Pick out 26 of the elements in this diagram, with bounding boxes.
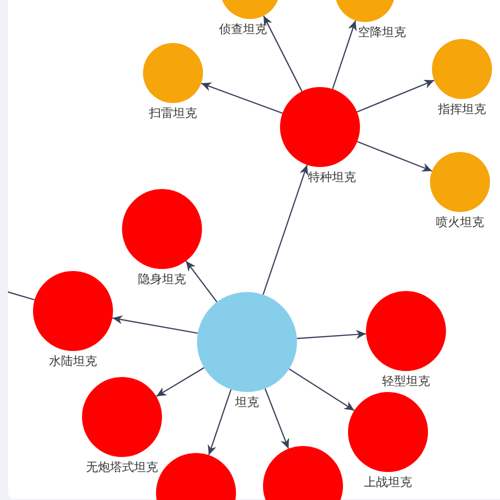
arrow: [332, 20, 357, 90]
arrow: [208, 389, 232, 456]
node-label: 水陆坦克: [49, 354, 97, 368]
node-label: 指挥坦克: [438, 102, 486, 116]
node-label: 扫雷坦克: [149, 106, 197, 120]
node-label: 坦克: [235, 395, 259, 409]
node-label: 喷火坦克: [436, 215, 484, 229]
node-label: 上战坦克: [364, 475, 412, 489]
arrow: [356, 141, 432, 172]
node-label: 空降坦克: [358, 25, 406, 39]
node-label: 无炮塔式坦克: [86, 460, 158, 474]
node-label: 隐身坦克: [138, 272, 186, 286]
arrow: [288, 368, 355, 411]
arrow: [186, 260, 218, 302]
arrow: [156, 367, 204, 397]
node-label: 特种坦克: [308, 170, 356, 184]
arrow: [262, 164, 308, 295]
node-label: 侦查坦克: [219, 22, 267, 36]
arrow: [356, 80, 434, 112]
connector-line: [8, 291, 35, 300]
arrow: [263, 16, 302, 92]
arrow: [264, 388, 290, 449]
node-label: 轻型坦克: [382, 374, 430, 388]
arrow: [112, 315, 198, 334]
arrow: [296, 330, 366, 340]
arrow: [201, 82, 283, 114]
